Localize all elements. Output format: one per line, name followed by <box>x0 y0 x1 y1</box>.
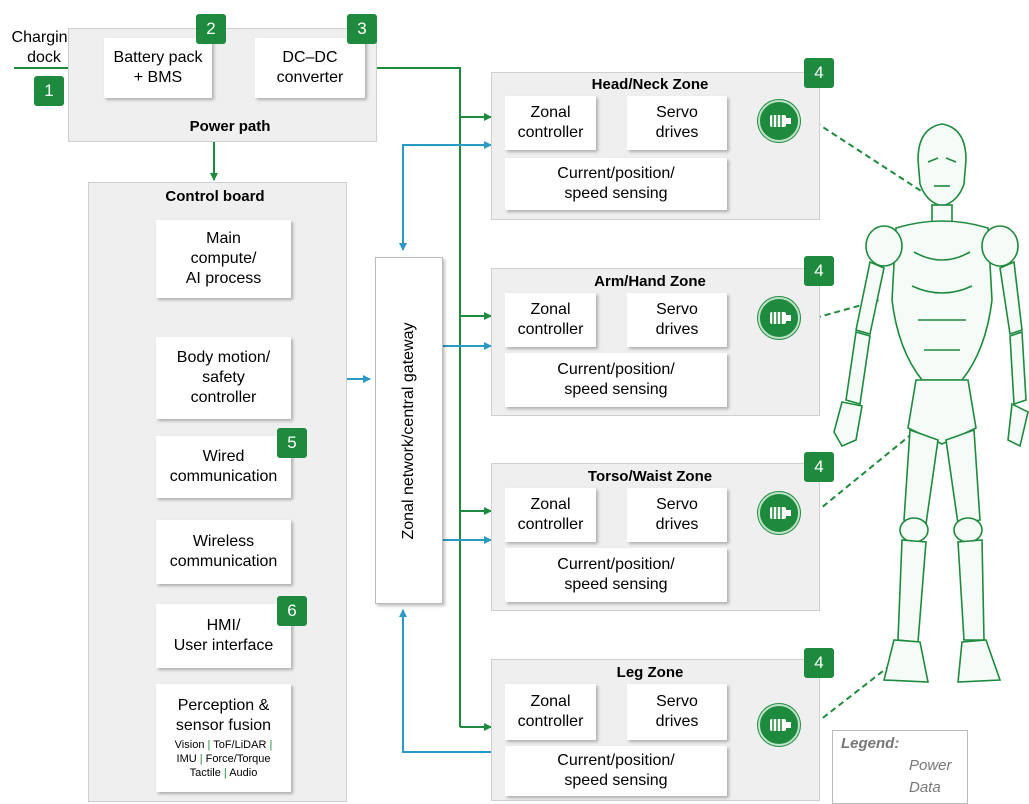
servo-drives-box[interactable]: Servo drives <box>627 488 727 542</box>
zone-arm-hand-title: Arm/Hand Zone <box>594 273 706 290</box>
badge-2: 2 <box>196 14 226 44</box>
badge-4: 4 <box>804 648 834 678</box>
badge-3: 3 <box>347 14 377 44</box>
dcdc-converter-box[interactable]: DC–DC converter <box>255 38 365 98</box>
zone-torso-waist-title: Torso/Waist Zone <box>587 468 713 485</box>
badge-1: 1 <box>34 76 64 106</box>
servo-drives-box[interactable]: Servo drives <box>627 684 727 740</box>
wireless-communication-box[interactable]: Wireless communication <box>156 520 291 584</box>
battery-pack-label: Battery pack + BMS <box>113 49 203 86</box>
servo-drives-box[interactable]: Servo drives <box>627 96 727 150</box>
perception-item-tof: ToF/LiDAR <box>213 739 267 751</box>
battery-pack-box[interactable]: Battery pack + BMS <box>104 38 212 98</box>
hmi-box[interactable]: HMI/ User interface <box>156 604 291 668</box>
badge-4: 4 <box>804 256 834 286</box>
main-compute-box[interactable]: Main compute/ AI process <box>156 220 291 298</box>
servo-drives-box[interactable]: Servo drives <box>627 293 727 347</box>
sensing-box[interactable]: Current/position/ speed sensing <box>505 746 727 796</box>
central-gateway-label: Zonal network/central gateway <box>400 322 417 539</box>
dcdc-converter-label: DC–DC converter <box>276 49 344 86</box>
motor-icon <box>758 297 800 339</box>
sensing-label: Current/position/ speed sensing <box>557 361 675 398</box>
zone-head-neck-title: Head/Neck Zone <box>591 76 709 93</box>
badge-4: 4 <box>804 452 834 482</box>
separator: | <box>220 767 230 779</box>
badge-6: 6 <box>277 596 307 626</box>
perception-box[interactable]: Perception & sensor fusion Vision | ToF/… <box>156 684 291 792</box>
perception-item-audio: Audio <box>229 767 258 779</box>
badge-4: 4 <box>804 58 834 88</box>
hmi-label: HMI/ User interface <box>173 617 274 654</box>
motor-icon <box>758 704 800 746</box>
wireless-communication-label: Wireless communication <box>169 533 278 570</box>
zonal-controller-label: Zonal controller <box>517 693 584 730</box>
power-path-title: Power path <box>189 118 271 135</box>
wired-communication-label: Wired communication <box>169 448 278 485</box>
sensing-label: Current/position/ speed sensing <box>557 165 675 202</box>
body-motion-box[interactable]: Body motion/ safety controller <box>156 337 291 419</box>
separator: | <box>266 739 273 751</box>
zonal-controller-box[interactable]: Zonal controller <box>505 488 596 542</box>
perception-item-force: Force/Torque <box>205 753 271 765</box>
perception-item-tactile: Tactile <box>189 767 221 779</box>
legend-title: Legend: <box>841 735 900 752</box>
servo-drives-label: Servo drives <box>655 496 699 533</box>
zonal-controller-box[interactable]: Zonal controller <box>505 684 596 740</box>
sensing-label: Current/position/ speed sensing <box>557 556 675 593</box>
servo-drives-label: Servo drives <box>655 693 699 730</box>
humanoid-robot-illustration <box>833 123 1029 683</box>
separator: | <box>196 753 206 765</box>
perception-items: Vision | ToF/LiDAR | IMU | Force/Torque … <box>175 738 273 780</box>
charging-dock-label: Charging dock <box>11 29 77 66</box>
legend-data-label: Data <box>909 779 941 796</box>
servo-drives-label: Servo drives <box>655 104 699 141</box>
legend-power-label: Power <box>909 757 952 774</box>
sensing-label: Current/position/ speed sensing <box>557 752 675 789</box>
perception-item-vision: Vision <box>174 739 205 751</box>
servo-drives-label: Servo drives <box>655 301 699 338</box>
zonal-controller-box[interactable]: Zonal controller <box>505 96 596 150</box>
badge-5: 5 <box>277 428 307 458</box>
zonal-controller-label: Zonal controller <box>517 496 584 533</box>
main-compute-label: Main compute/ AI process <box>185 230 262 287</box>
zonal-controller-label: Zonal controller <box>517 301 584 338</box>
central-gateway-box[interactable]: Zonal network/central gateway <box>375 257 443 604</box>
body-motion-label: Body motion/ safety controller <box>176 349 271 406</box>
sensing-box[interactable]: Current/position/ speed sensing <box>505 158 727 210</box>
perception-label: Perception & sensor fusion <box>175 697 272 734</box>
zonal-controller-label: Zonal controller <box>517 104 584 141</box>
control-board-title: Control board <box>165 188 265 205</box>
separator: | <box>204 739 214 751</box>
motor-icon <box>758 492 800 534</box>
legend-box: Legend: Power Data <box>832 730 968 804</box>
motor-icon <box>758 100 800 142</box>
zonal-controller-box[interactable]: Zonal controller <box>505 293 596 347</box>
sensing-box[interactable]: Current/position/ speed sensing <box>505 353 727 407</box>
wired-communication-box[interactable]: Wired communication <box>156 436 291 498</box>
perception-item-imu: IMU <box>176 753 197 765</box>
sensing-box[interactable]: Current/position/ speed sensing <box>505 548 727 602</box>
zone-leg-title: Leg Zone <box>616 664 684 681</box>
